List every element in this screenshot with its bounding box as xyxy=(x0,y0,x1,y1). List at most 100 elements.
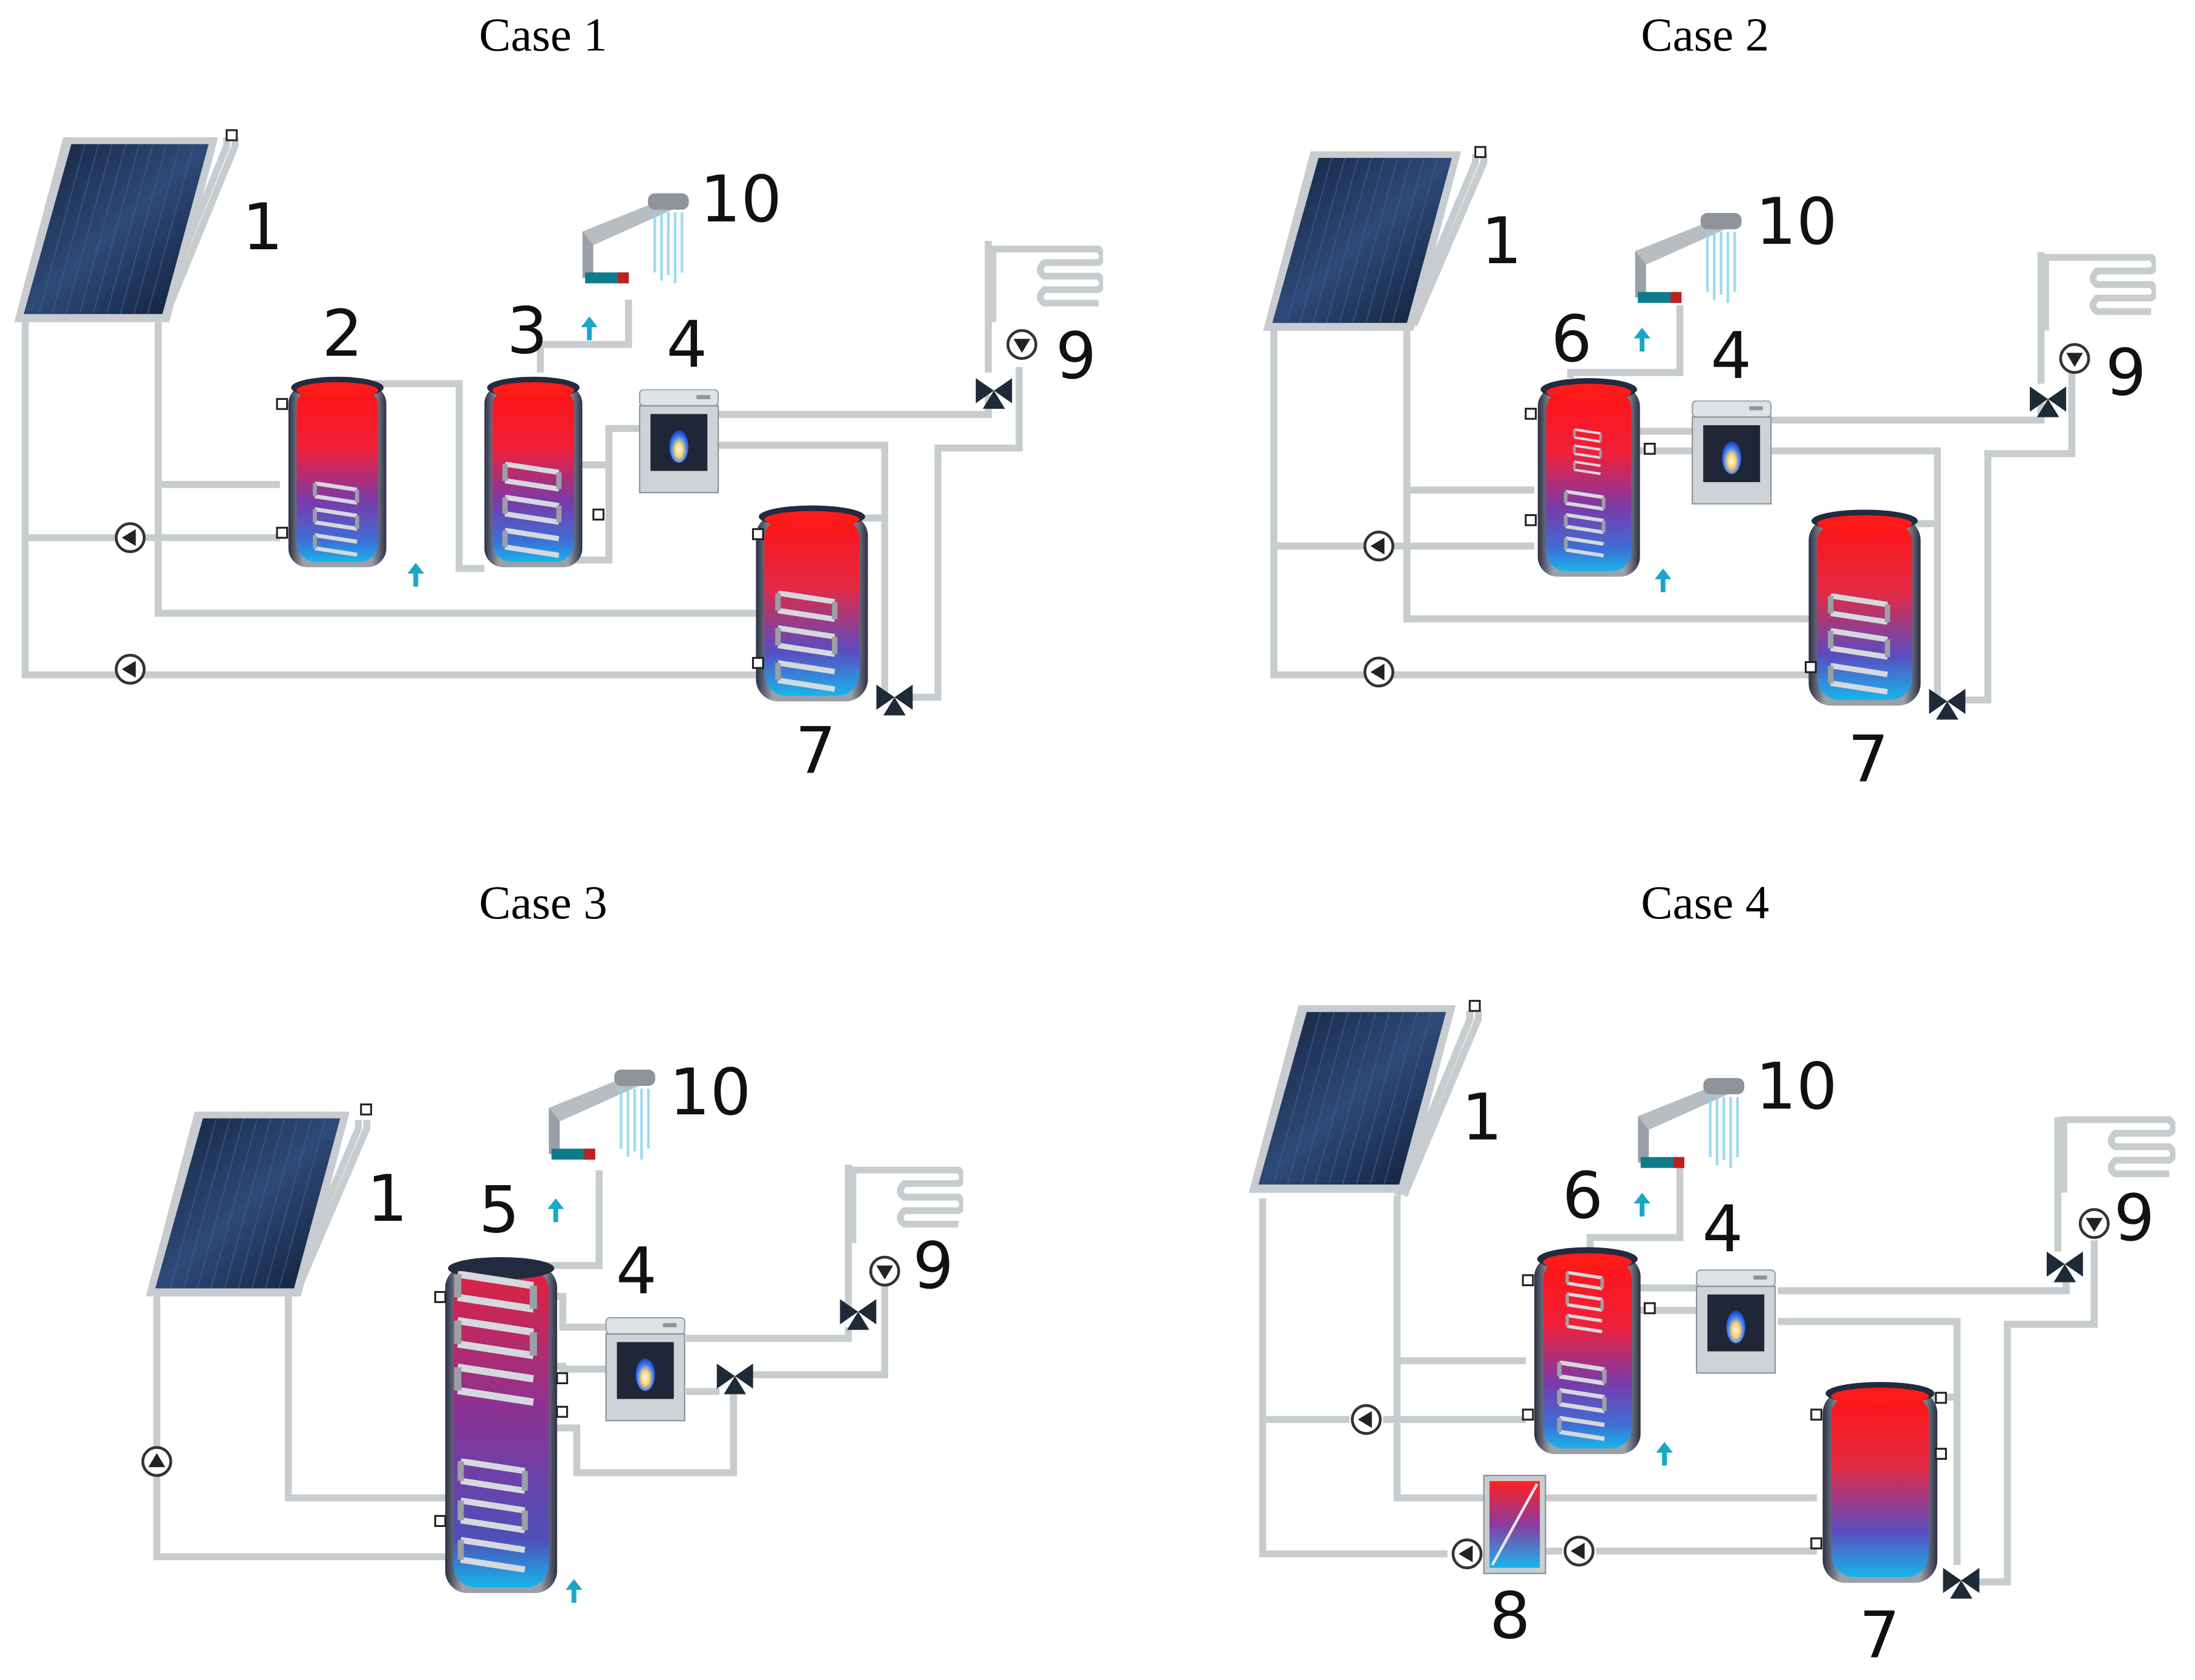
label-collector: 1 xyxy=(242,190,283,265)
case-2-title: Case 2 xyxy=(1641,9,1769,62)
three-way-valve-icon xyxy=(1929,688,1966,720)
shower-icon xyxy=(549,1069,655,1160)
gas-boiler-icon xyxy=(639,389,719,494)
sensor-icon xyxy=(1804,661,1817,673)
three-way-valve-icon xyxy=(1943,1567,1980,1599)
case-3-title: Case 3 xyxy=(479,877,607,929)
pump-icon xyxy=(1352,1405,1380,1433)
sensor-icon xyxy=(592,508,605,521)
three-way-valve-icon xyxy=(716,1363,753,1394)
pump-icon xyxy=(1565,1537,1593,1565)
solar-collector-icon xyxy=(1248,1005,1457,1194)
gas-boiler-icon xyxy=(605,1316,685,1422)
sensor-icon xyxy=(1643,1302,1656,1315)
sensor-icon xyxy=(556,1372,568,1385)
three-way-valve-icon xyxy=(2046,1251,2083,1283)
sensor-icon xyxy=(434,1515,447,1528)
cold-water-inlet-icon xyxy=(1656,1442,1673,1466)
label-tank-6: 6 xyxy=(1562,1159,1603,1234)
cold-water-inlet-icon xyxy=(1634,1192,1650,1217)
storage-tank-icon xyxy=(484,376,583,567)
label-heat-exchanger-8: 8 xyxy=(1490,1578,1531,1653)
sensor-icon xyxy=(752,528,764,540)
label-shower: 10 xyxy=(669,1055,751,1130)
solar-collector-icon xyxy=(145,1111,351,1298)
sensor-icon xyxy=(1522,1274,1534,1287)
pump-icon xyxy=(1365,658,1393,686)
storage-tank-icon xyxy=(1808,509,1921,706)
pump-icon xyxy=(2080,1209,2108,1237)
cold-water-inlet-icon xyxy=(547,1198,564,1223)
label-shower: 10 xyxy=(700,162,782,237)
solar-collector-icon xyxy=(1262,151,1462,332)
gas-boiler-icon xyxy=(1695,1269,1776,1374)
sensor-icon xyxy=(556,1405,568,1418)
sensor-icon xyxy=(1935,1391,1947,1404)
label-pump-9: 9 xyxy=(2105,336,2147,411)
sensor-icon xyxy=(360,1103,372,1116)
label-tank-7: 7 xyxy=(795,713,836,788)
storage-tank-icon xyxy=(1822,1382,1938,1583)
three-way-valve-icon xyxy=(2029,386,2067,417)
cold-water-inlet-icon xyxy=(1634,327,1650,351)
pump-icon xyxy=(1365,532,1393,560)
label-tank-7: 7 xyxy=(1859,1598,1900,1673)
storage-tank-icon xyxy=(1537,378,1640,577)
three-way-valve-icon xyxy=(840,1299,877,1330)
sensor-icon xyxy=(276,526,289,539)
sensor-icon xyxy=(1935,1448,1947,1460)
label-tank-2: 2 xyxy=(322,296,363,371)
label-tank-6: 6 xyxy=(1551,302,1592,377)
case-4-panel: Case 4 xyxy=(1248,877,2173,1673)
label-tank-3: 3 xyxy=(507,293,548,368)
pump-icon xyxy=(2061,344,2089,372)
label-boiler: 4 xyxy=(666,307,707,382)
floor-heating-icon xyxy=(993,249,1102,322)
label-boiler: 4 xyxy=(616,1234,657,1309)
sensor-icon xyxy=(1468,999,1481,1012)
solar-collector-icon xyxy=(13,137,219,323)
gas-boiler-icon xyxy=(1692,400,1772,505)
pump-icon xyxy=(1453,1540,1481,1567)
case-3-pipes xyxy=(153,1120,889,1560)
label-boiler: 4 xyxy=(1710,319,1752,394)
pump-icon xyxy=(143,1448,171,1476)
label-tank-7: 7 xyxy=(1848,722,1889,797)
sensor-icon xyxy=(1810,1537,1823,1550)
sensor-icon xyxy=(1525,514,1537,526)
pump-icon xyxy=(116,655,144,683)
sensor-icon xyxy=(1810,1408,1823,1421)
shower-icon xyxy=(1638,1077,1745,1168)
cold-water-inlet-icon xyxy=(1654,568,1672,592)
cold-water-inlet-icon xyxy=(565,1579,583,1603)
label-pump-9: 9 xyxy=(2114,1181,2155,1256)
pump-icon xyxy=(1008,330,1036,358)
cold-water-inlet-icon xyxy=(407,563,424,587)
case-4-title: Case 4 xyxy=(1641,877,1769,929)
sensor-icon xyxy=(752,656,764,669)
cold-water-inlet-icon xyxy=(581,316,598,341)
label-tank-5: 5 xyxy=(479,1172,520,1247)
label-collector: 1 xyxy=(1462,1080,1503,1155)
case-3-panel: Case 3 1 xyxy=(143,877,963,1603)
label-pump-9: 9 xyxy=(1056,319,1097,394)
sensor-icon xyxy=(1643,442,1656,455)
floor-heating-icon xyxy=(2046,258,2155,331)
sensor-icon xyxy=(276,397,289,410)
case-1-panel: Case 1 xyxy=(13,9,1102,788)
shower-icon xyxy=(1635,212,1742,303)
case-4-pipes xyxy=(1259,1010,2098,1586)
three-way-valve-icon xyxy=(876,684,913,716)
heat-exchanger-icon xyxy=(1483,1474,1546,1575)
sensor-icon xyxy=(1522,1408,1534,1421)
shower-icon xyxy=(582,193,689,284)
pump-icon xyxy=(116,524,144,552)
sensor-icon xyxy=(1525,408,1537,420)
label-shower: 10 xyxy=(1755,185,1837,260)
label-pump-9: 9 xyxy=(913,1229,954,1304)
sensor-icon xyxy=(434,1291,447,1303)
case-1-title: Case 1 xyxy=(479,9,607,62)
pump-icon xyxy=(871,1257,898,1285)
label-shower: 10 xyxy=(1755,1050,1837,1125)
